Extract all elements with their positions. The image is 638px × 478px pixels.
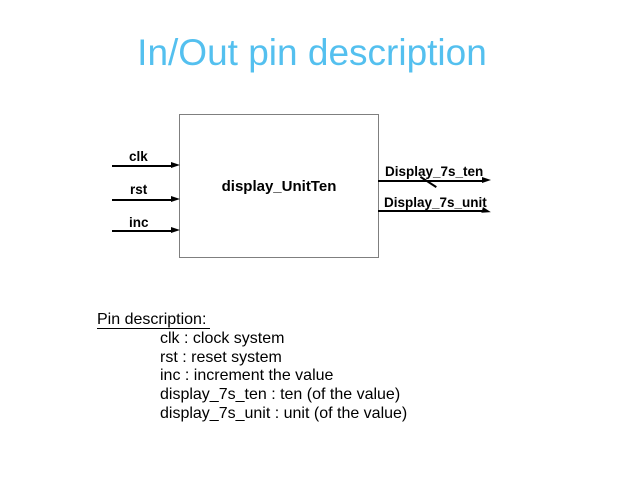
input-wire-clk [112,165,172,167]
pin-description-item-display-7s-ten: display_7s_ten : ten (of the value) [160,386,401,404]
pin-description-item-inc: inc : increment the value [160,367,334,385]
output-wire-display-7s-ten [378,180,482,182]
arrowhead-icon [482,177,491,183]
pin-description-item-clk: clk : clock system [160,330,285,347]
pin-description-list: clk : clock system rst : reset system in… [160,330,407,424]
input-pin-label-rst: rst [130,182,148,197]
module-block: display_UnitTen [179,114,379,258]
input-wire-rst [112,199,172,201]
pin-description-item-display-7s-unit: display_7s_unit : unit (of the value) [160,404,408,422]
arrowhead-icon [171,227,180,233]
input-pin-label-inc: inc [129,215,149,230]
arrowhead-icon [171,196,180,202]
slide-title: In/Out pin description [137,32,487,73]
arrowhead-icon [481,206,492,216]
output-pin-label-display-7s-unit: Display_7s_unit [384,195,487,210]
input-wire-inc [112,230,172,232]
pin-description-item-rst: rst : reset system [160,348,282,366]
output-wire-display-7s-unit [378,210,482,212]
arrowhead-icon [171,162,180,168]
module-block-label: display_UnitTen [221,177,337,195]
output-pin-label-display-7s-ten: Display_7s_ten [385,164,484,179]
input-pin-label-clk: clk [129,149,148,164]
pin-description-heading: Pin description: [97,311,211,330]
pin-description-heading-text: Pin description: [97,311,211,329]
